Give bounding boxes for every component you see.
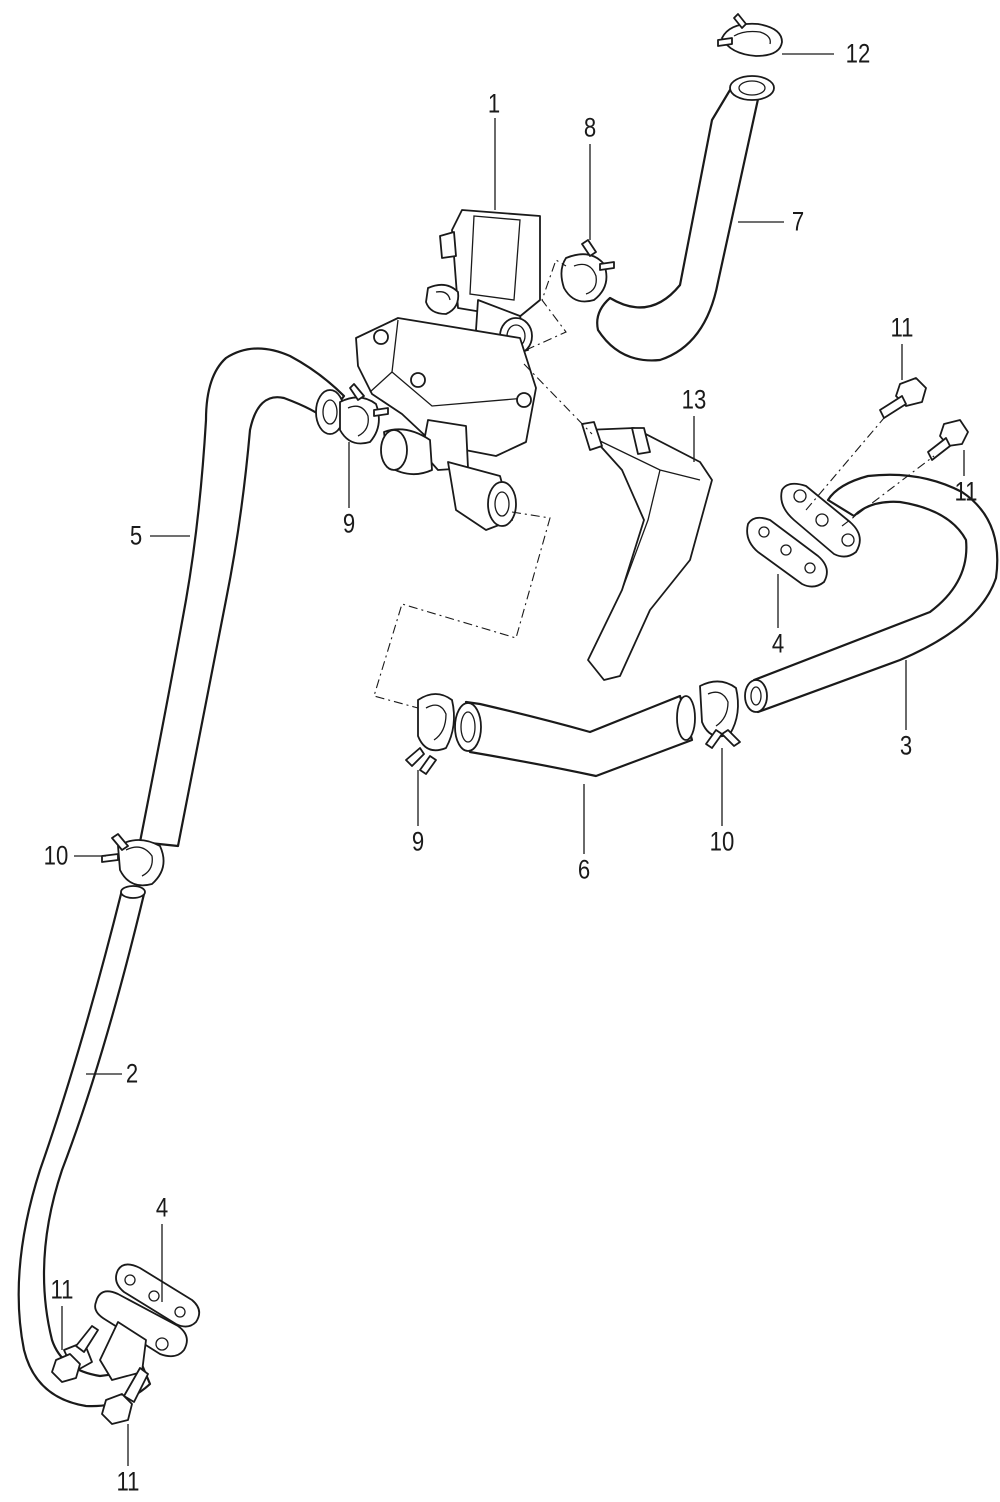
gasket-4-right xyxy=(746,482,861,588)
callout-11-upper-b: 11 xyxy=(954,476,978,507)
callout-3: 3 xyxy=(899,730,913,761)
callout-13: 13 xyxy=(681,384,707,415)
hose-5 xyxy=(138,347,346,848)
bolt-11-lower-a xyxy=(51,1325,99,1383)
callout-7: 7 xyxy=(791,206,805,237)
clamp-9-upper xyxy=(339,383,389,445)
callout-12: 12 xyxy=(845,38,871,69)
clamp-10-middle xyxy=(699,680,741,749)
bolt-11-upper-a xyxy=(879,377,927,419)
callout-11-lower-b: 11 xyxy=(116,1466,140,1497)
callout-4-right: 4 xyxy=(771,628,785,659)
callout-6: 6 xyxy=(577,854,591,885)
callout-10-middle: 10 xyxy=(709,826,735,857)
callout-11-upper-a: 11 xyxy=(890,312,914,343)
hose-2 xyxy=(17,885,152,1408)
hose-7 xyxy=(596,75,775,362)
callout-9-lower: 9 xyxy=(411,826,425,857)
callout-4-lower: 4 xyxy=(155,1192,169,1223)
callout-leaders xyxy=(61,53,965,1466)
callout-1: 1 xyxy=(487,88,501,119)
clamp-9-lower xyxy=(405,693,455,775)
hose-3 xyxy=(744,473,999,714)
dash-dot-guides xyxy=(373,259,935,709)
hose-6 xyxy=(454,694,696,778)
callout-9-upper: 9 xyxy=(342,508,356,539)
callout-5: 5 xyxy=(129,520,143,551)
bolt-11-lower-b xyxy=(101,1367,149,1425)
bolt-11-upper-b xyxy=(927,419,969,461)
gasket-4-lower xyxy=(94,1263,201,1381)
callout-2: 2 xyxy=(125,1058,139,1089)
callout-10-left: 10 xyxy=(43,840,69,871)
control-valve-1 xyxy=(355,209,541,531)
bracket-13 xyxy=(581,421,713,681)
callout-11-lower-a: 11 xyxy=(50,1274,74,1305)
clamp-10-left xyxy=(101,833,165,887)
clamp-8 xyxy=(560,239,615,303)
callout-8: 8 xyxy=(583,112,597,143)
clamp-12 xyxy=(717,13,783,57)
